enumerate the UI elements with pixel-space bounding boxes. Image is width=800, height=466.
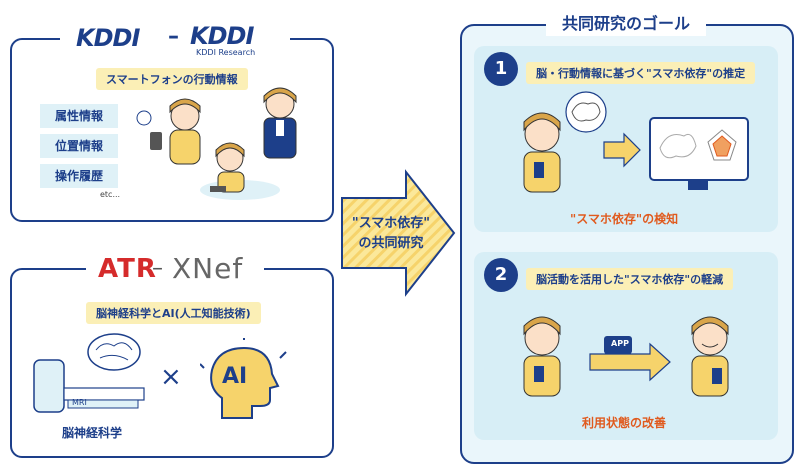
- goal-number-2: 2: [484, 258, 518, 292]
- arrow-line1: "スマホ依存": [351, 216, 431, 231]
- mri-scanner-illustration: [33, 333, 145, 413]
- kddi-dash: –: [168, 24, 179, 49]
- atr-title: 脳神経科学とAI(人工知能技術): [86, 302, 261, 324]
- atr-logo: ATR: [98, 254, 157, 284]
- goal-title: 共同研究のゴール: [561, 14, 690, 33]
- smartphone-users-illustration: [136, 87, 297, 200]
- kddi-logo-header: [60, 22, 290, 58]
- xnef-logo: XNef: [172, 252, 244, 285]
- tag-location: 位置情報: [40, 134, 118, 158]
- kddi-research-sub: KDDI Research: [196, 48, 256, 57]
- atr-dash: –: [152, 256, 163, 281]
- joint-research-arrow: [341, 169, 456, 297]
- goal-label-2: 脳活動を活用した"スマホ依存"の軽減: [526, 268, 734, 290]
- tags-etc: etc...: [100, 190, 121, 199]
- kddi-logo: KDDI: [76, 24, 140, 52]
- goal-label-1: 脳・行動情報に基づく"スマホ依存"の推定: [526, 62, 756, 84]
- neuroscience-caption: 脳神経科学: [62, 426, 123, 440]
- atr-logo-header: [86, 250, 264, 286]
- ai-head-icon: [200, 338, 287, 419]
- mri-label: MRI: [72, 398, 87, 407]
- arrow-line2: の共同研究: [358, 236, 424, 251]
- goal-title-bg: [546, 8, 706, 36]
- mitigation-illustration: [523, 316, 729, 397]
- goal-number-1: 1: [484, 52, 518, 86]
- times-sign: ×: [160, 362, 182, 392]
- goal-result-2: 利用状態の改善: [582, 416, 667, 430]
- kddi-title: スマートフォンの行動情報: [96, 68, 248, 90]
- ai-label: AI: [222, 364, 248, 389]
- tag-operation: 操作履歴: [40, 164, 118, 188]
- kddi-research-logo: KDDI: [190, 22, 254, 50]
- app-label: APP: [611, 339, 629, 348]
- goal-result-1: "スマホ依存"の検知: [570, 212, 679, 226]
- tag-attribute: 属性情報: [40, 104, 118, 128]
- estimation-illustration: [523, 91, 749, 193]
